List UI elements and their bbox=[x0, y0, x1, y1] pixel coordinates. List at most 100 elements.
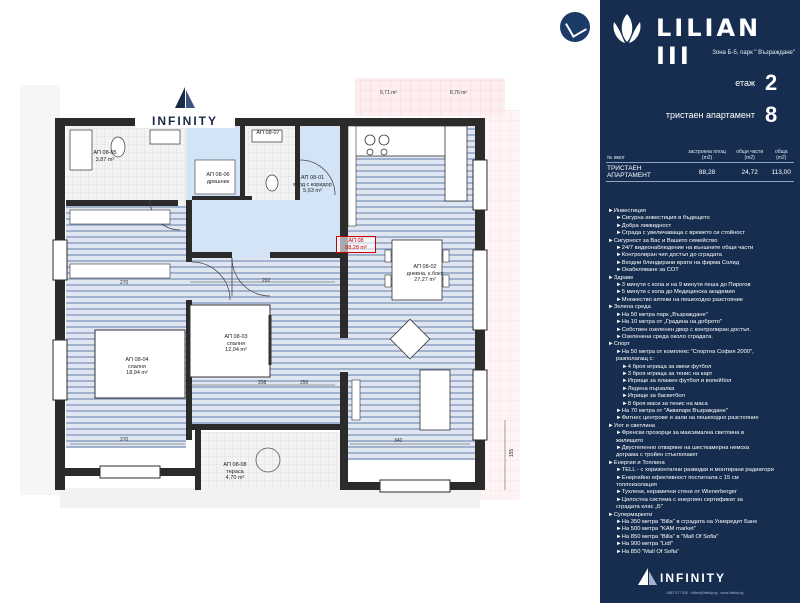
plant-icon bbox=[255, 447, 281, 473]
list-item: дограма с тройен стъклопакет bbox=[616, 452, 698, 459]
list-item: ►Ледена пързалка bbox=[622, 385, 675, 392]
th-built: застроена площ (m2) bbox=[688, 149, 726, 161]
tv-stand bbox=[351, 379, 361, 421]
apartment-type-label: тристаен апартамент bbox=[665, 110, 755, 120]
list-item: ►Сграда с увеличаваща с времето си стойн… bbox=[616, 230, 746, 237]
dim-250: 250 bbox=[300, 380, 309, 386]
footer-building-icon bbox=[638, 568, 657, 585]
td-built: 88,28 bbox=[683, 162, 731, 182]
stove-icon bbox=[364, 134, 390, 156]
list-item: ►TELL - с хоризонтални разводки и монтир… bbox=[616, 467, 774, 474]
list-item: ►Контролиран чип достъп до сградата bbox=[616, 252, 722, 259]
room-label-07: АП 08-07 bbox=[256, 130, 280, 136]
list-item: ►На 10 метра от „Градина на доброто" bbox=[616, 319, 722, 326]
infinity-inset-logo: INFINITY bbox=[135, 80, 235, 128]
dim-340: 340 bbox=[394, 438, 403, 444]
list-item: ►Здраве bbox=[608, 274, 634, 281]
wardrobe-04 bbox=[69, 209, 171, 225]
terrace-floor bbox=[200, 432, 348, 488]
list-item: ►24/7 видеонаблюдение на външните общи ч… bbox=[616, 245, 754, 252]
list-item: ►Супермаркети bbox=[608, 511, 653, 518]
list-item: ►Озеленена среда около сградата. bbox=[616, 333, 713, 340]
wc-toilet-icon bbox=[265, 174, 279, 192]
kitchen-column bbox=[444, 125, 468, 202]
dim-292: 292 bbox=[262, 278, 271, 284]
td-total: 113,00 bbox=[768, 162, 794, 182]
dim-area-top-b: 8,76 m² bbox=[450, 90, 467, 96]
dim-155: 155 bbox=[509, 448, 516, 458]
list-item: ►Сигурност за Вас и Вашето семейство bbox=[608, 237, 718, 244]
info-panel bbox=[600, 0, 800, 603]
list-item: ►На 850 "Mall Of Sofia" bbox=[616, 548, 680, 555]
dim-270b: 270 bbox=[120, 280, 129, 286]
wc-sink-icon bbox=[251, 129, 283, 143]
windows bbox=[52, 159, 488, 493]
neighbor-area-top bbox=[355, 78, 505, 116]
td-common: 24,72 bbox=[730, 162, 769, 182]
lilian-logo: LILIAN III bbox=[608, 10, 794, 70]
list-item: ►Фитнес центрове и зали на пешеходно раз… bbox=[616, 415, 759, 422]
chairs bbox=[384, 249, 450, 288]
list-item: топлоизолация bbox=[616, 482, 657, 489]
list-item: ►Игрище за баскетбол bbox=[622, 393, 685, 400]
list-item: ►3 броя игрища за тенис на карт bbox=[622, 370, 713, 377]
list-item: ►На 50 метра от комплекс "Спортна София … bbox=[616, 348, 754, 355]
neighbor-area-bottom bbox=[60, 488, 480, 508]
bed-03 bbox=[189, 304, 271, 378]
list-item: ►Множество аптеки на пешеходно разстояни… bbox=[616, 296, 743, 303]
td-type: ТРИСТАЕН АПАРТАМЕНТ bbox=[606, 162, 684, 182]
footer-infinity-text: INFINITY bbox=[660, 571, 726, 585]
list-item: ►Зелена среда bbox=[608, 304, 651, 311]
logo-text: LILIAN III bbox=[656, 14, 762, 70]
list-item: ►На 350 метра "Billa" в сградата на Уник… bbox=[616, 519, 757, 526]
list-item: ►Игрище за плажен футбол и волейбол bbox=[622, 378, 732, 385]
dim-270: 270 bbox=[120, 437, 129, 443]
dim-208: 208 bbox=[258, 380, 267, 386]
list-item: ►5 минути с кола до Медицинска академия bbox=[616, 289, 735, 296]
list-item: ►Инвестиция bbox=[608, 208, 646, 214]
list-item: ►Цялостна система с енергиен сертификат … bbox=[616, 496, 743, 503]
list-item: ►На 900 метра "Lidl" bbox=[616, 541, 673, 548]
list-item: ►На 70 метра от "Аквапарк Възраждане" bbox=[616, 407, 728, 414]
list-item: ►Спорт bbox=[608, 341, 631, 348]
list-item: разполагащ с: bbox=[616, 356, 654, 363]
armchair bbox=[389, 318, 431, 360]
list-item: ►Тухлени, керамични стени от Wienerberge… bbox=[616, 489, 737, 496]
apartment-number: 8 bbox=[765, 102, 778, 127]
bedroom-04-floor bbox=[66, 206, 186, 448]
list-item: ►4 броя игрища за мини футбол bbox=[622, 363, 712, 370]
dining-table bbox=[391, 239, 443, 301]
neighbor-area-left bbox=[20, 85, 60, 495]
list-item: ►Добра ликвидност bbox=[616, 222, 672, 229]
th-total: обща (m2) bbox=[774, 149, 788, 161]
list-item: ►Енергийно ефективност постигната с 15 с… bbox=[616, 474, 739, 481]
list-item: сградата клас „Б" bbox=[616, 504, 663, 511]
list-item: ►На 500 метра "KAM market" bbox=[616, 526, 696, 533]
list-item: ►Окабеляване за СОТ bbox=[616, 267, 679, 274]
toilet-icon bbox=[110, 136, 126, 158]
closet bbox=[194, 159, 236, 195]
zone-text: Зона Б-5, парк " Възраждане" bbox=[712, 50, 795, 56]
leaf-logo-icon bbox=[613, 14, 641, 43]
table-row: ТРИСТАЕН АПАРТАМЕНТ 88,28 24,72 113,00 bbox=[606, 162, 794, 182]
list-item: ►На 50 метра парк „Възраждане" bbox=[616, 311, 708, 318]
list-item: ►Уют и светлина bbox=[608, 422, 656, 429]
list-item: ►Двустепенно отваряне на шесткамерна нем… bbox=[616, 445, 750, 451]
footer-contact: 0887 577 330 · office@infinity.bg · www.… bbox=[666, 591, 744, 595]
list-item: ►На 850 метра "Billa" в "Mall Of Sofia" bbox=[616, 533, 719, 540]
floor-plan-svg bbox=[20, 78, 520, 508]
features-list: ►Инвестиция►Сигурна инвестиция в бъдещет… bbox=[608, 208, 796, 556]
sofa bbox=[419, 369, 451, 431]
list-item: жилището bbox=[616, 437, 644, 444]
th-common: общи части (m2) bbox=[736, 149, 764, 161]
floor-value: 2 bbox=[765, 70, 778, 95]
